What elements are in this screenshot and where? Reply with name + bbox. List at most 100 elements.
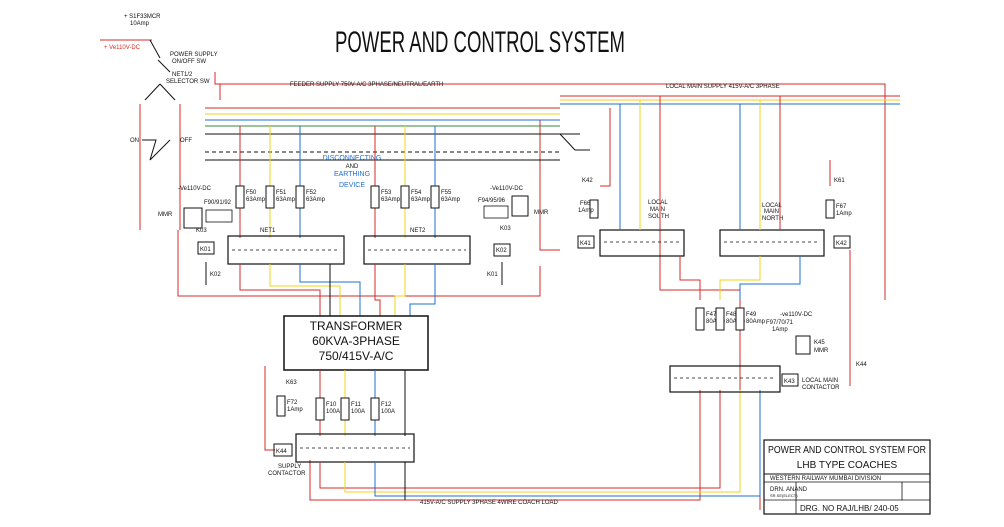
- mmr-left-label: MMR: [158, 212, 173, 218]
- net2-label: NET2: [410, 228, 426, 234]
- load-lines: [319, 390, 761, 500]
- south-label-2: MAIN: [650, 207, 665, 213]
- f72-label: F72: [287, 400, 298, 406]
- fuse-f47-label: F47: [706, 312, 717, 318]
- fuse-f10: [315, 397, 325, 421]
- fuse-f10-label: F10: [326, 402, 337, 408]
- power-supply-sw-label: POWER SUPPLY: [170, 52, 218, 58]
- north-label-2: MAIN: [764, 209, 779, 215]
- local-main-bus: [559, 133, 590, 151]
- fuse-f53-rating: 63Amp: [381, 197, 401, 203]
- local-main-supply-label: LOCAL MAIN SUPPLY 415V-A/C 3PHASE: [666, 84, 780, 90]
- k02-right: K02 K01: [487, 243, 511, 285]
- local-main-contactor-label: LOCAL MAIN: [802, 378, 838, 384]
- south-label-1: LOCAL: [648, 200, 668, 206]
- k45-block: -ve110V-DC F97/70/71 1Amp K45 MMR: [766, 312, 829, 355]
- fuse-f50: [235, 185, 245, 209]
- disconnecting-label: DISCONNECTING: [323, 155, 382, 162]
- dc-left-label: -Ve110V-DC: [178, 186, 212, 192]
- f72-rating: 1Amp: [287, 407, 303, 413]
- mmr-left-box: [183, 207, 203, 229]
- fuse-f47: [695, 307, 705, 331]
- fuse-f12-label: F12: [381, 402, 392, 408]
- f66-rating: 1Amp: [578, 208, 594, 214]
- on-off-switch: ON OFF: [130, 138, 192, 161]
- k61-label: K61: [834, 178, 845, 184]
- fuse-f48-label: F48: [726, 312, 737, 318]
- fuse-f49: [735, 307, 745, 331]
- fuse-f50-label: F50: [246, 190, 257, 196]
- fuse-f51-rating: 63Amp: [276, 197, 296, 203]
- dc-right-label: -ve110V-DC: [780, 312, 813, 318]
- mmr-k45-label: MMR: [814, 348, 829, 354]
- f67-rating: 1Amp: [836, 211, 852, 217]
- k44-right-label: K44: [856, 362, 867, 368]
- net-to-transformer: [239, 264, 436, 316]
- fuse-f52-rating: 63Amp: [306, 197, 326, 203]
- fuse-f11: [340, 397, 350, 421]
- fuse-f54: [400, 185, 410, 209]
- fuse-f55-rating: 63Amp: [441, 197, 461, 203]
- title-block: POWER AND CONTROL SYSTEM FOR LHB TYPE CO…: [763, 439, 931, 515]
- f94-label: F94/95/96: [478, 198, 506, 204]
- fuse-f52-label: F52: [306, 190, 317, 196]
- k01-left: K01 K02: [197, 241, 221, 285]
- title-block-drawn-2: SR.SE(ELECT): [770, 493, 798, 498]
- and-label: AND: [346, 164, 359, 170]
- fuse-f10-rating: 100A: [326, 409, 340, 415]
- fuse-f51: [265, 185, 275, 209]
- supply-contactor: K44 SUPPLY CONTACTOR: [268, 433, 415, 477]
- mmr-right-label: MMR: [534, 210, 549, 216]
- net1-contactor: NET1: [227, 228, 345, 265]
- mmr-left: -Ve110V-DC F90/91/92 MMR K03: [158, 186, 233, 234]
- dc-supply-top: + Ve110V-DC: [104, 45, 141, 51]
- mmr-right: -Ve110V-DC F94/95/96 MMR K03: [478, 186, 549, 232]
- local-main-contactor-label-2: CONTACTOR: [802, 385, 840, 391]
- title-block-subtitle: LHB TYPE COACHES: [797, 460, 898, 471]
- k03-label: K03: [196, 228, 207, 234]
- fuse-f11-rating: 100A: [351, 409, 365, 415]
- fuse-f49-label: F49: [746, 312, 757, 318]
- fuse-f55-label: F55: [441, 190, 452, 196]
- supply-contactor-label-2: CONTACTOR: [268, 471, 306, 477]
- fuse-f12-rating: 100A: [381, 409, 395, 415]
- f97-rating: 1Amp: [772, 327, 788, 333]
- title-block-title: POWER AND CONTROL SYSTEM FOR: [768, 445, 926, 456]
- k42-top-label: K42: [582, 178, 593, 184]
- fuse-f11-label: F11: [351, 402, 362, 408]
- fuse-f54-rating: 63Amp: [411, 197, 431, 203]
- transformer: TRANSFORMER 60KVA-3PHASE 750/415V-A/C: [283, 315, 429, 371]
- fuse-f48: [715, 307, 725, 331]
- k63-label: K63: [286, 380, 297, 386]
- south-label-3: SOUTH: [648, 214, 669, 220]
- f66-label: F66: [580, 201, 591, 207]
- net-selector-label: NET1/2: [172, 72, 193, 78]
- fuse-f53-label: F53: [381, 190, 392, 196]
- net1-label: NET1: [260, 228, 276, 234]
- k42-label: K42: [836, 241, 847, 247]
- supply-contactor-label: SUPPLY: [278, 464, 301, 470]
- top-fuses: F5063AmpF5163AmpF5263AmpF5363AmpF5463Amp…: [235, 185, 461, 209]
- disconnect-bus: DISCONNECTING AND EARTHING DEVICE: [205, 133, 560, 189]
- mcb-label: + S1F33MCR: [124, 14, 161, 20]
- off-label: OFF: [180, 138, 192, 144]
- fuse-f55: [430, 185, 440, 209]
- k45-label: K45: [814, 340, 825, 346]
- fuse-f50-rating: 63Amp: [246, 197, 266, 203]
- diagram-title: POWER AND CONTROL SYSTEM: [335, 26, 625, 59]
- fuse-f53: [370, 185, 380, 209]
- feeder-supply-label: FEEDER SUPPLY 750V-A/C 3PHASE/NEUTRAL/EA…: [290, 82, 443, 88]
- f97-label: F97/70/71: [766, 320, 794, 326]
- device-label: DEVICE: [339, 182, 365, 189]
- dc-mid-label: -Ve110V-DC: [490, 186, 524, 192]
- mcb-rating: 10Amp: [130, 21, 150, 27]
- on-label: ON: [130, 138, 139, 144]
- k41-label: K41: [580, 241, 591, 247]
- title-block-drawn: DRN. ANAND: [770, 487, 808, 493]
- k03-right-label: K03: [500, 226, 511, 232]
- local-main-north: LOCAL MAIN NORTH K42 K61 F67 1Amp: [719, 178, 852, 257]
- k01-right-label: K01: [487, 272, 498, 278]
- net2-contactor: NET2: [363, 228, 471, 265]
